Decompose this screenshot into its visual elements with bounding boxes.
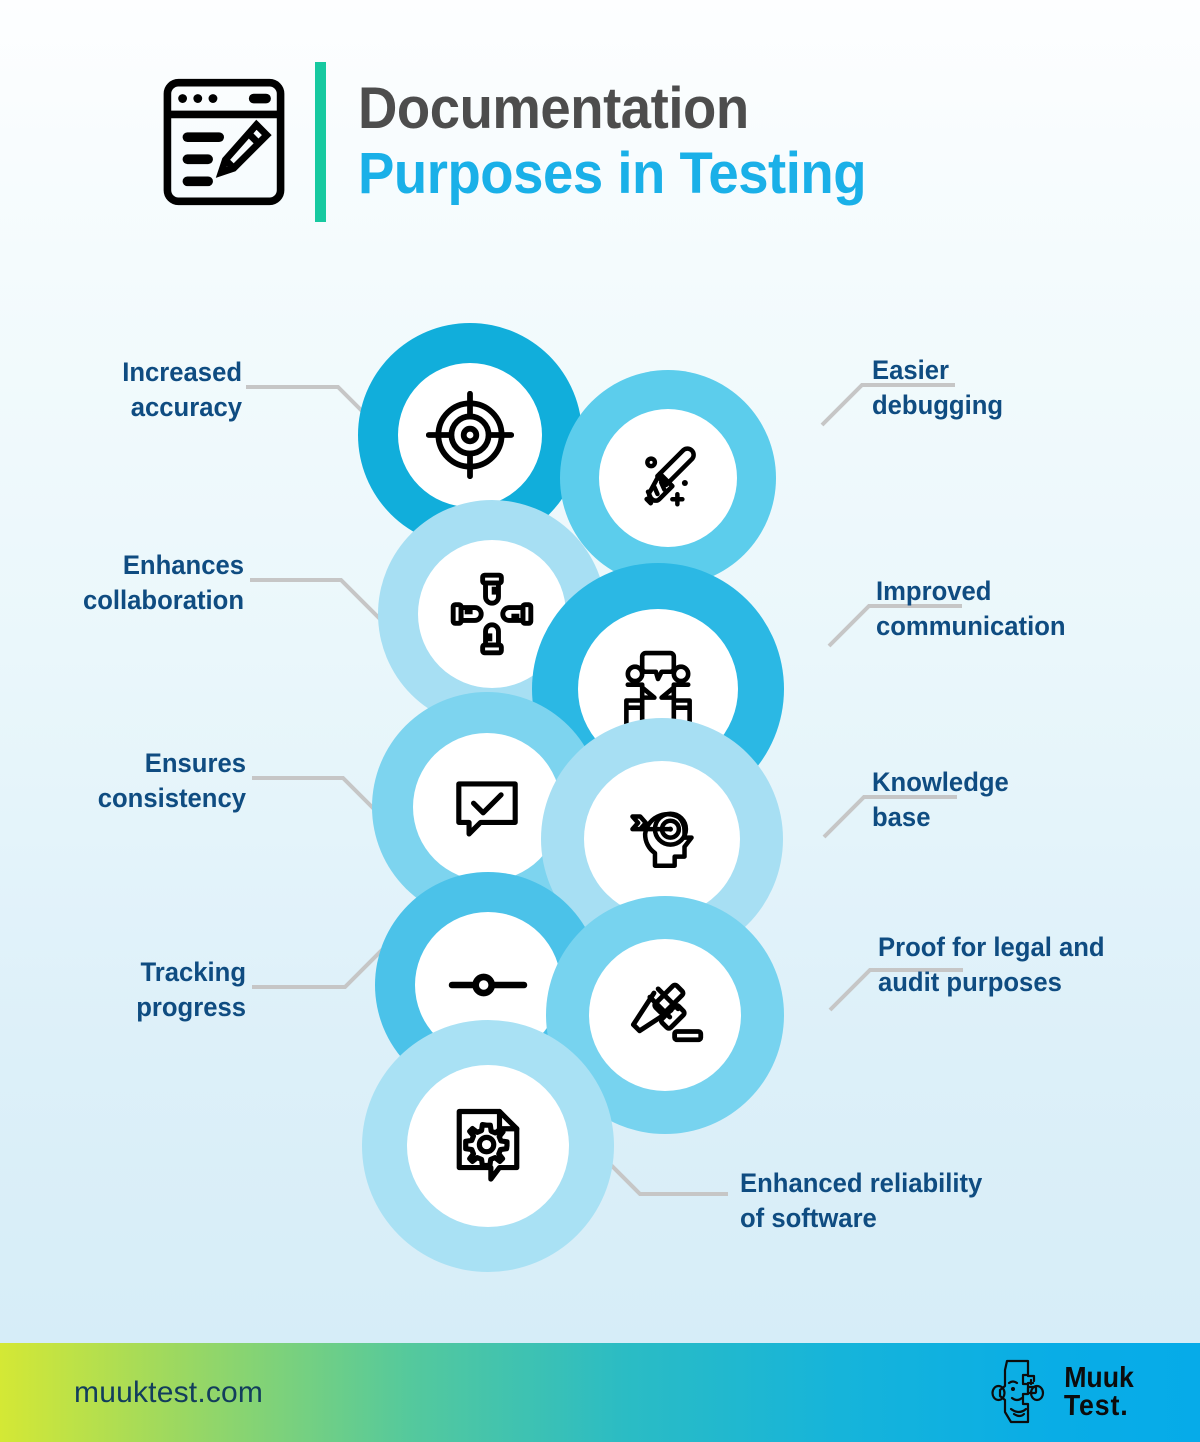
head-target-icon bbox=[617, 794, 707, 884]
page-footer: muuktest.com Muuk Test. bbox=[0, 1343, 1200, 1442]
muuktest-face-logo-icon bbox=[990, 1356, 1052, 1430]
label-ensures-consistency: Ensures consistency bbox=[97, 748, 246, 813]
title-line-2: Purposes in Testing bbox=[358, 141, 867, 206]
page-title: Documentation Purposes in Testing bbox=[358, 76, 899, 207]
logo-word-test: Test. bbox=[1063, 1390, 1130, 1423]
label-enhances-collaboration: Enhances collaboration bbox=[82, 550, 244, 615]
two-people-talking-icon bbox=[612, 643, 704, 735]
node-icon-wrap-enhanced-reliability bbox=[407, 1065, 569, 1227]
muuktest-logo[interactable]: Muuk Test. bbox=[990, 1356, 1140, 1430]
chat-check-icon bbox=[446, 766, 528, 848]
label-increased-accuracy: Increased accuracy bbox=[122, 357, 242, 422]
node-enhanced-reliability[interactable] bbox=[362, 1020, 614, 1272]
node-icon-wrap-easier-debugging bbox=[599, 409, 737, 547]
label-proof-legal-audit: Proof for legal and audit purposes bbox=[878, 932, 1105, 997]
label-easier-debugging: Easier debugging bbox=[872, 355, 1004, 420]
muuktest-wordmark: Muuk Test. bbox=[1063, 1362, 1135, 1423]
node-icon-wrap-increased-accuracy bbox=[398, 363, 542, 507]
node-icon-wrap-proof-legal-audit bbox=[589, 939, 741, 1091]
gavel-icon bbox=[621, 971, 709, 1059]
diagram-stage: Increased accuracy Easier debugging Enha… bbox=[82, 323, 1105, 1272]
node-icon-wrap-knowledge-base bbox=[584, 761, 740, 917]
teamwork-hands-icon bbox=[446, 568, 538, 660]
title-divider bbox=[315, 62, 326, 222]
document-gear-icon bbox=[442, 1100, 534, 1192]
cleaning-brush-icon bbox=[628, 438, 708, 518]
title-line-1: Documentation bbox=[358, 76, 749, 142]
page-header: Documentation Purposes in Testing bbox=[155, 62, 899, 222]
label-improved-communication: Improved communication bbox=[876, 576, 1066, 641]
label-enhanced-reliability: Enhanced reliability of software bbox=[740, 1168, 983, 1233]
node-easier-debugging[interactable] bbox=[560, 370, 776, 586]
footer-website-url[interactable]: muuktest.com bbox=[74, 1375, 264, 1409]
target-crosshair-icon bbox=[426, 391, 514, 479]
label-knowledge-base: Knowledge base bbox=[872, 767, 1009, 832]
logo-word-muuk: Muuk bbox=[1064, 1362, 1135, 1395]
document-pencil-icon bbox=[155, 73, 293, 211]
slider-progress-icon bbox=[442, 939, 534, 1031]
label-tracking-progress: Tracking progress bbox=[136, 957, 246, 1022]
node-icon-wrap-ensures-consistency bbox=[413, 733, 561, 881]
node-increased-accuracy[interactable] bbox=[358, 323, 582, 547]
